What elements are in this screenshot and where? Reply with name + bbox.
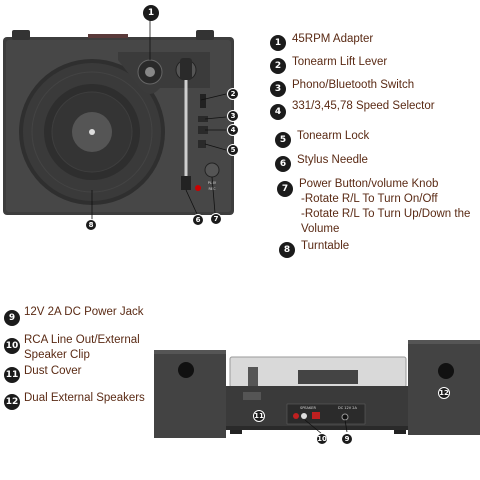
legend-label-12: Dual External Speakers <box>24 392 145 404</box>
rec-label: REC <box>208 187 216 191</box>
legend-label-3: Phono/Bluetooth Switch <box>292 79 415 91</box>
legend-badge-5: 5 <box>275 132 291 148</box>
legend-label-6: Stylus Needle <box>297 154 368 166</box>
legend-label-5: Tonearm Lock <box>297 130 370 142</box>
legend-label-7-line-1: -Rotate R/L To Turn On/Off <box>301 193 438 205</box>
legend-badge-1: 1 <box>270 35 286 51</box>
legend-label-8: Turntable <box>301 240 350 252</box>
badge-8-diagram: 8 <box>85 219 97 231</box>
badge-2-diagram: 2 <box>227 88 239 100</box>
dc-jack <box>341 413 349 421</box>
badge-6-diagram: 6 <box>192 214 204 226</box>
legend-badge-4: 4 <box>270 104 286 120</box>
legend-label-7: Power Button/volume Knob -Rotate R/L To … <box>299 177 477 237</box>
badge-11-diagram: 11 <box>253 410 265 422</box>
legend-badge-2: 2 <box>270 58 286 74</box>
rca-jack-red <box>293 413 299 419</box>
badge-3-diagram: 3 <box>227 110 239 122</box>
legend-label-7-title: Power Button/volume Knob <box>299 178 439 190</box>
badge-9-diagram: 9 <box>341 433 353 445</box>
dc-label: DC 12V 2A <box>338 406 357 410</box>
legend-label-9: 12V 2A DC Power Jack <box>24 306 144 318</box>
legend-badge-12: 12 <box>4 394 20 410</box>
legend-label-2: Tonearm Lift Lever <box>292 56 388 68</box>
legend-label-1: 45RPM Adapter <box>292 33 374 45</box>
badge-5-diagram: 5 <box>227 144 239 156</box>
legend-badge-10: 10 <box>4 338 20 354</box>
legend-badge-3: 3 <box>270 81 286 97</box>
legend-badge-7: 7 <box>277 181 293 197</box>
legend-badge-9: 9 <box>4 310 20 326</box>
badge-12-diagram: 12 <box>438 387 450 399</box>
legend-label-4: 331/3,45,78 Speed Selector <box>292 100 435 112</box>
legend-badge-6: 6 <box>275 156 291 172</box>
legend-label-11: Dust Cover <box>24 365 82 377</box>
legend-label-7-line-2: -Rotate R/L To Turn Up/Down the Volume <box>301 208 471 235</box>
badge-10-diagram: 10 <box>316 433 328 445</box>
legend-label-10: RCA Line Out/External Speaker Clip <box>24 334 140 361</box>
rca-jack-white <box>301 413 307 419</box>
legend-badge-8: 8 <box>279 242 295 258</box>
badge-7-diagram: 7 <box>210 213 222 225</box>
badge-1: 1 <box>143 5 159 21</box>
legend-badge-11: 11 <box>4 367 20 383</box>
speaker-port-label: SPEAKER <box>300 406 316 410</box>
badge-4-diagram: 4 <box>227 124 239 136</box>
power-volume-knob <box>204 162 220 178</box>
